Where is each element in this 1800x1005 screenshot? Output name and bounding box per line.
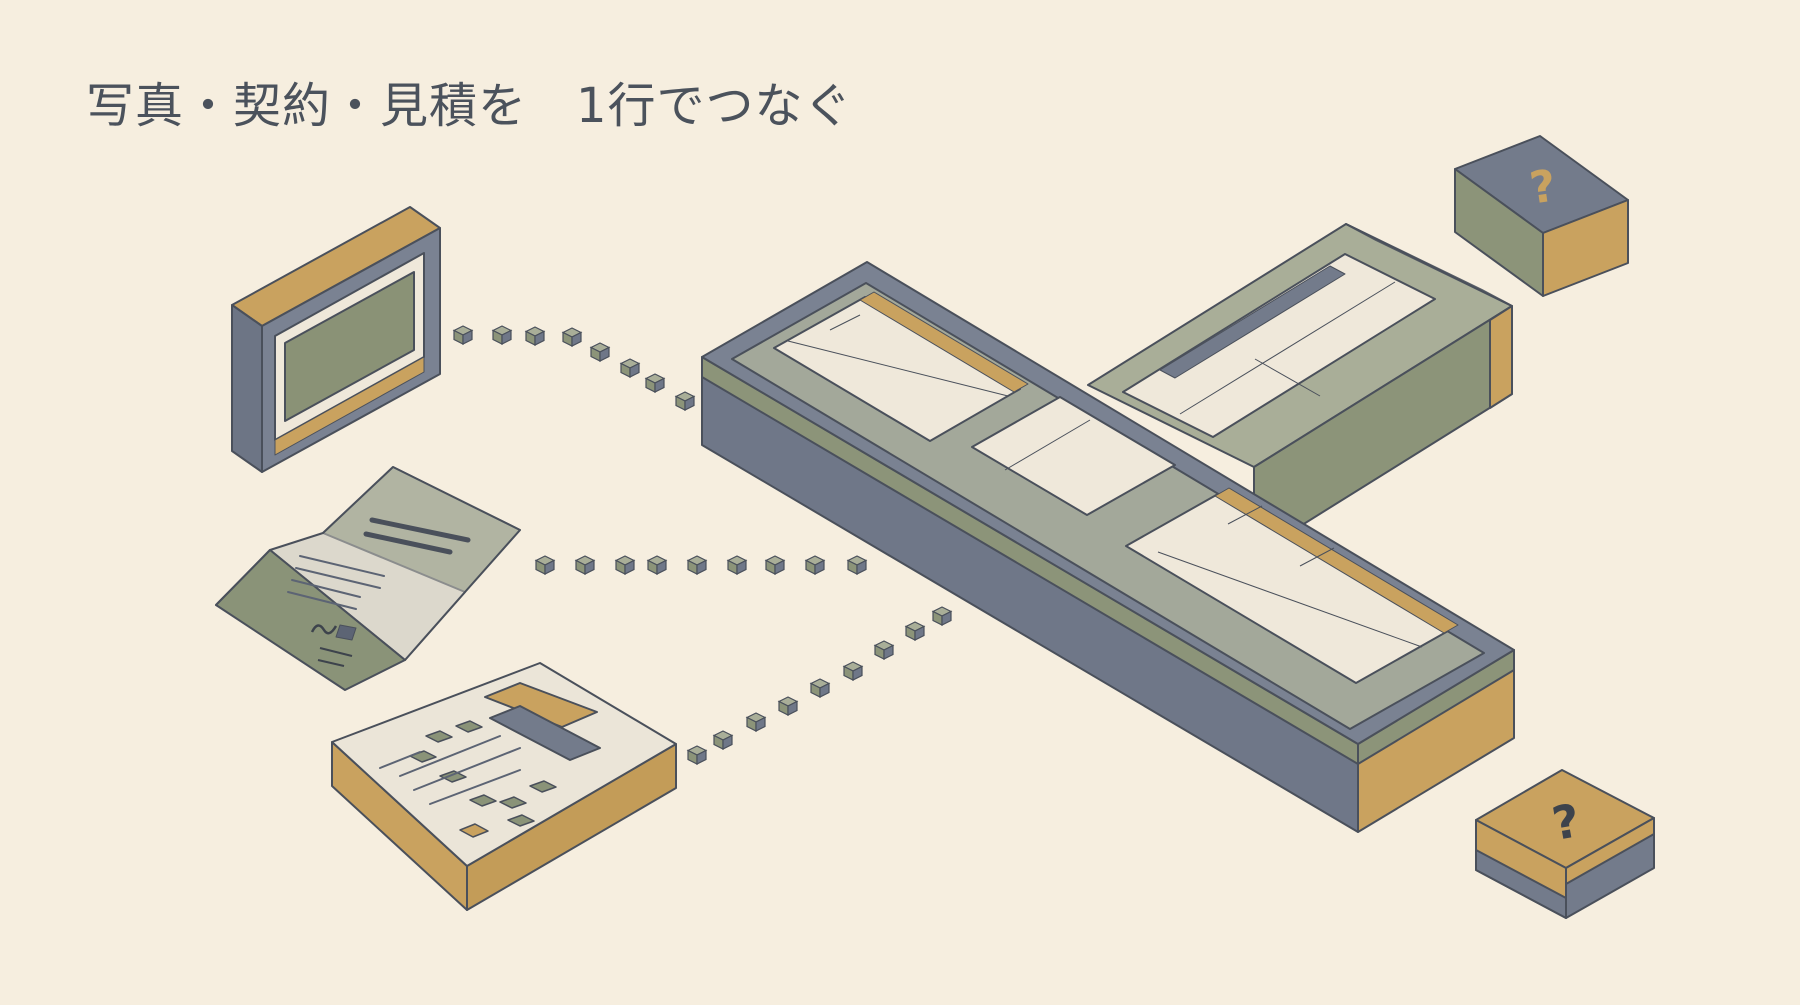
connector-dot <box>755 716 766 732</box>
connector-dot <box>656 559 667 575</box>
connector-dot <box>696 749 707 765</box>
estimate-sheet-icon <box>331 662 677 911</box>
connector-photo <box>452 325 696 411</box>
headline: 写真・契約・見積を 1行でつなぐ <box>86 78 853 134</box>
connector-dot <box>624 559 635 575</box>
connector-dot <box>914 625 925 641</box>
signed-contract-icon <box>215 466 521 691</box>
connector-dot <box>584 559 595 575</box>
connector-dot <box>856 559 867 575</box>
connector-dot <box>501 329 512 345</box>
question-box-icon <box>1475 769 1655 919</box>
connector-dot <box>684 395 695 411</box>
connector-dot <box>654 377 665 393</box>
connector-dot <box>852 665 863 681</box>
connector-dot <box>629 362 640 378</box>
connector-dot <box>571 331 582 347</box>
connector-dot <box>883 644 894 660</box>
console-right-arm <box>1087 223 1513 556</box>
connector-dot <box>736 559 747 575</box>
connector-dot <box>462 329 473 345</box>
connector-dot <box>941 610 952 626</box>
connector-dot <box>774 559 785 575</box>
connector-dot <box>544 559 555 575</box>
connector-dot <box>534 330 545 346</box>
connector-dot <box>599 346 610 362</box>
connector-dot <box>722 734 733 750</box>
question-box-icon <box>1454 135 1629 297</box>
connector-dot <box>696 559 707 575</box>
console-main <box>701 261 1515 833</box>
connector-contract <box>534 555 868 575</box>
connector-estimate <box>686 606 953 765</box>
connector-dot <box>814 559 825 575</box>
photo-frame-icon <box>231 206 441 473</box>
connector-dot <box>819 682 830 698</box>
connector-dot <box>787 700 798 716</box>
